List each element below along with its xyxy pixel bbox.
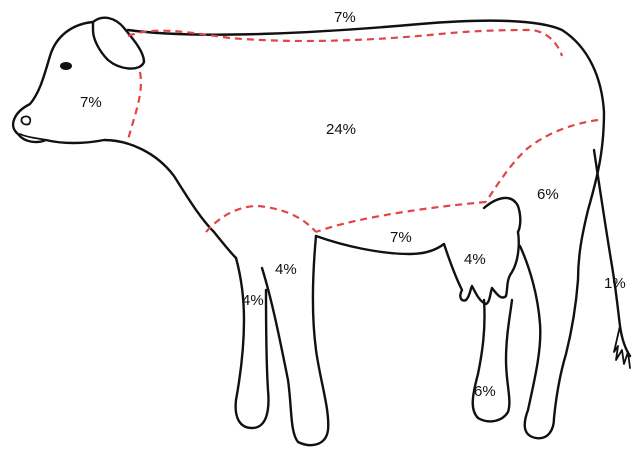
nostril	[21, 116, 30, 124]
label-upper-hind-leg: 6%	[537, 186, 559, 203]
label-front-leg-right: 4%	[275, 261, 297, 278]
boundary-head	[128, 72, 141, 140]
boundary-front-legs	[206, 206, 316, 232]
label-belly: 7%	[390, 229, 412, 246]
label-trunk: 24%	[326, 121, 356, 138]
flank-outline	[484, 198, 520, 232]
belly-outline	[316, 236, 444, 254]
udder-outline	[444, 232, 519, 304]
tail-outline	[594, 150, 630, 356]
boundary-back	[128, 30, 562, 56]
eye-icon	[60, 62, 72, 70]
region-labels: 7% 7% 24% 7% 6% 4% 4% 4% 6% 1%	[80, 9, 626, 400]
label-tail: 1%	[604, 275, 626, 292]
label-head: 7%	[80, 94, 102, 111]
ear-outline	[93, 18, 144, 69]
label-back: 7%	[334, 9, 356, 26]
boundary-belly	[316, 202, 486, 232]
hind-leg-inner-outline	[473, 300, 512, 421]
region-boundaries	[128, 30, 598, 232]
hind-leg-outer-outline	[520, 246, 578, 438]
back-outline	[128, 21, 604, 280]
label-front-leg-left: 4%	[242, 292, 264, 309]
cow-outline	[13, 18, 630, 445]
label-udder: 4%	[464, 251, 486, 268]
front-leg-left-outline	[236, 258, 269, 428]
label-lower-hind-leg: 6%	[474, 383, 496, 400]
